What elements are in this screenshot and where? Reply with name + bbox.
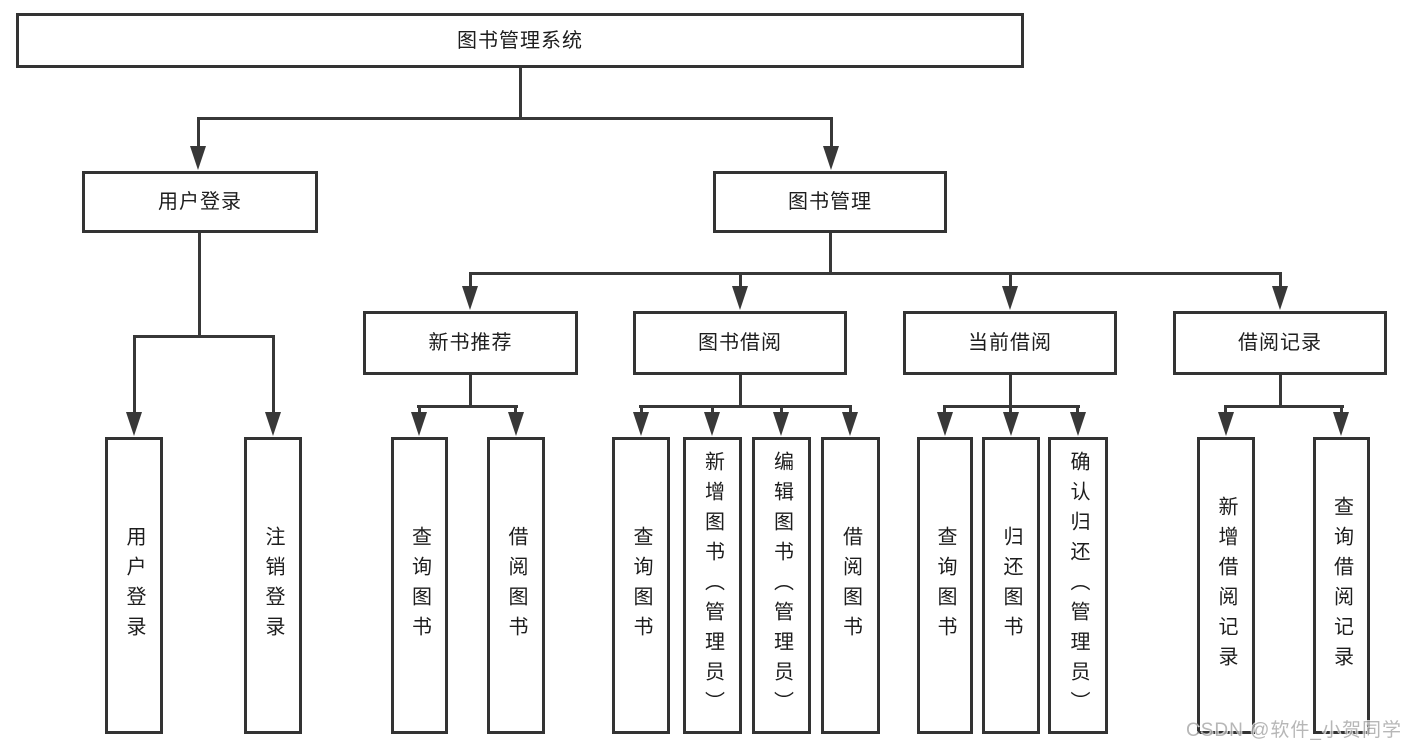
connector-newbook-down	[469, 375, 472, 407]
arrowhead-leaf6-icon	[704, 412, 720, 436]
connector-leaf13-stem	[1340, 405, 1343, 418]
leaf-query-book-1-label: 查询图书	[408, 525, 431, 646]
leaf-borrow-book-2: 借阅图书	[821, 437, 880, 734]
arrowhead-newbook-icon	[462, 286, 478, 310]
leaf-borrow-book-1: 借阅图书	[487, 437, 545, 734]
arrowhead-leaf13-icon	[1333, 412, 1349, 436]
connector-user-login-rail	[133, 335, 275, 338]
leaf-query-book-3: 查询图书	[917, 437, 973, 734]
arrowhead-bookborrow-icon	[732, 286, 748, 310]
node-current-borrow-label: 当前借阅	[968, 332, 1052, 354]
leaf-query-book-2: 查询图书	[612, 437, 670, 734]
arrowhead-borrowrecord-icon	[1272, 286, 1288, 310]
connector-bookborrow-rail	[639, 405, 852, 408]
connector-leaf7-stem	[780, 405, 783, 418]
leaf-query-book-1: 查询图书	[391, 437, 448, 734]
leaf-user-login-label: 用户登录	[123, 525, 145, 646]
node-borrow-record-label: 借阅记录	[1238, 332, 1322, 354]
arrowhead-leaf4-icon	[508, 412, 524, 436]
leaf-confirm-return-admin: 确认归还（管理员）	[1048, 437, 1108, 734]
arrowhead-user-login-icon	[190, 146, 206, 170]
csdn-watermark: CSDN @软件_小贺同学	[1186, 720, 1402, 741]
leaf-user-login: 用户登录	[105, 437, 163, 734]
connector-level3-rail	[469, 272, 1282, 275]
leaf-borrow-book-1-label: 借阅图书	[505, 525, 527, 646]
connector-level2-rail	[197, 117, 833, 120]
leaf-borrow-book-2-label: 借阅图书	[839, 525, 862, 646]
arrowhead-leaf10-icon	[1003, 412, 1019, 436]
leaf-logout: 注销登录	[244, 437, 302, 734]
leaf-return-book-label: 归还图书	[1000, 525, 1022, 646]
leaf-confirm-return-admin-label: 确认归还（管理员）	[1067, 450, 1089, 721]
connector-leaf11-stem	[1076, 405, 1079, 418]
arrowhead-book-mgmt-icon	[823, 146, 839, 170]
connector-user-login-stem	[197, 117, 200, 150]
leaf-add-borrow-record: 新增借阅记录	[1197, 437, 1255, 734]
node-current-borrow: 当前借阅	[903, 311, 1117, 375]
leaf-edit-book-admin-label: 编辑图书（管理员）	[770, 450, 793, 721]
connector-currentborrow-down	[1009, 375, 1012, 407]
connector-leaf1-stem	[133, 335, 136, 418]
connector-borrowrecord-rail	[1224, 405, 1344, 408]
connector-newbook-stem	[469, 272, 472, 290]
connector-leaf12-stem	[1224, 405, 1227, 418]
node-user-login-label: 用户登录	[158, 191, 242, 213]
node-book-management-label: 图书管理	[788, 191, 872, 213]
connector-newbook-rail	[417, 405, 518, 408]
leaf-add-book-admin: 新增图书（管理员）	[683, 437, 742, 734]
leaf-add-borrow-record-label: 新增借阅记录	[1215, 495, 1237, 676]
node-new-book-recommend: 新书推荐	[363, 311, 578, 375]
connector-book-mgmt-down	[829, 233, 832, 275]
node-root: 图书管理系统	[16, 13, 1024, 68]
node-user-login: 用户登录	[82, 171, 318, 233]
connector-leaf8-stem	[849, 405, 852, 418]
connector-leaf10-stem	[1009, 405, 1012, 418]
leaf-edit-book-admin: 编辑图书（管理员）	[752, 437, 811, 734]
leaf-logout-label: 注销登录	[262, 525, 284, 646]
arrowhead-leaf2-icon	[265, 412, 281, 436]
node-book-borrow: 图书借阅	[633, 311, 847, 375]
node-new-book-recommend-label: 新书推荐	[428, 332, 513, 354]
connector-leaf9-stem	[943, 405, 946, 418]
arrowhead-leaf1-icon	[126, 412, 142, 436]
leaf-query-borrow-record-label: 查询借阅记录	[1330, 495, 1353, 676]
arrowhead-leaf12-icon	[1218, 412, 1234, 436]
connector-root-stem	[519, 68, 522, 120]
connector-borrowrecord-stem	[1279, 272, 1282, 290]
leaf-return-book: 归还图书	[982, 437, 1040, 734]
connector-leaf6-stem	[711, 405, 714, 418]
connector-leaf2-stem	[272, 335, 275, 418]
arrowhead-leaf5-icon	[633, 412, 649, 436]
connector-leaf3-stem	[418, 405, 421, 418]
connector-book-mgmt-stem	[830, 117, 833, 150]
arrowhead-leaf8-icon	[842, 412, 858, 436]
node-root-label: 图书管理系统	[457, 29, 583, 52]
connector-bookborrow-stem	[739, 272, 742, 290]
connector-leaf4-stem	[514, 405, 517, 418]
connector-currentborrow-stem	[1009, 272, 1012, 290]
node-book-borrow-label: 图书借阅	[698, 332, 782, 354]
arrowhead-leaf7-icon	[773, 412, 789, 436]
connector-borrowrecord-down	[1279, 375, 1282, 407]
leaf-query-book-2-label: 查询图书	[630, 525, 652, 646]
connector-leaf5-stem	[640, 405, 643, 418]
leaf-add-book-admin-label: 新增图书（管理员）	[701, 450, 724, 721]
arrowhead-leaf9-icon	[937, 412, 953, 436]
arrowhead-leaf3-icon	[411, 412, 427, 436]
node-book-management: 图书管理	[713, 171, 947, 233]
connector-bookborrow-down	[739, 375, 742, 407]
arrowhead-leaf11-icon	[1070, 412, 1086, 436]
arrowhead-currentborrow-icon	[1002, 286, 1018, 310]
connector-user-login-down	[198, 233, 201, 338]
leaf-query-borrow-record: 查询借阅记录	[1313, 437, 1370, 734]
leaf-query-book-3-label: 查询图书	[934, 525, 956, 646]
node-borrow-record: 借阅记录	[1173, 311, 1387, 375]
